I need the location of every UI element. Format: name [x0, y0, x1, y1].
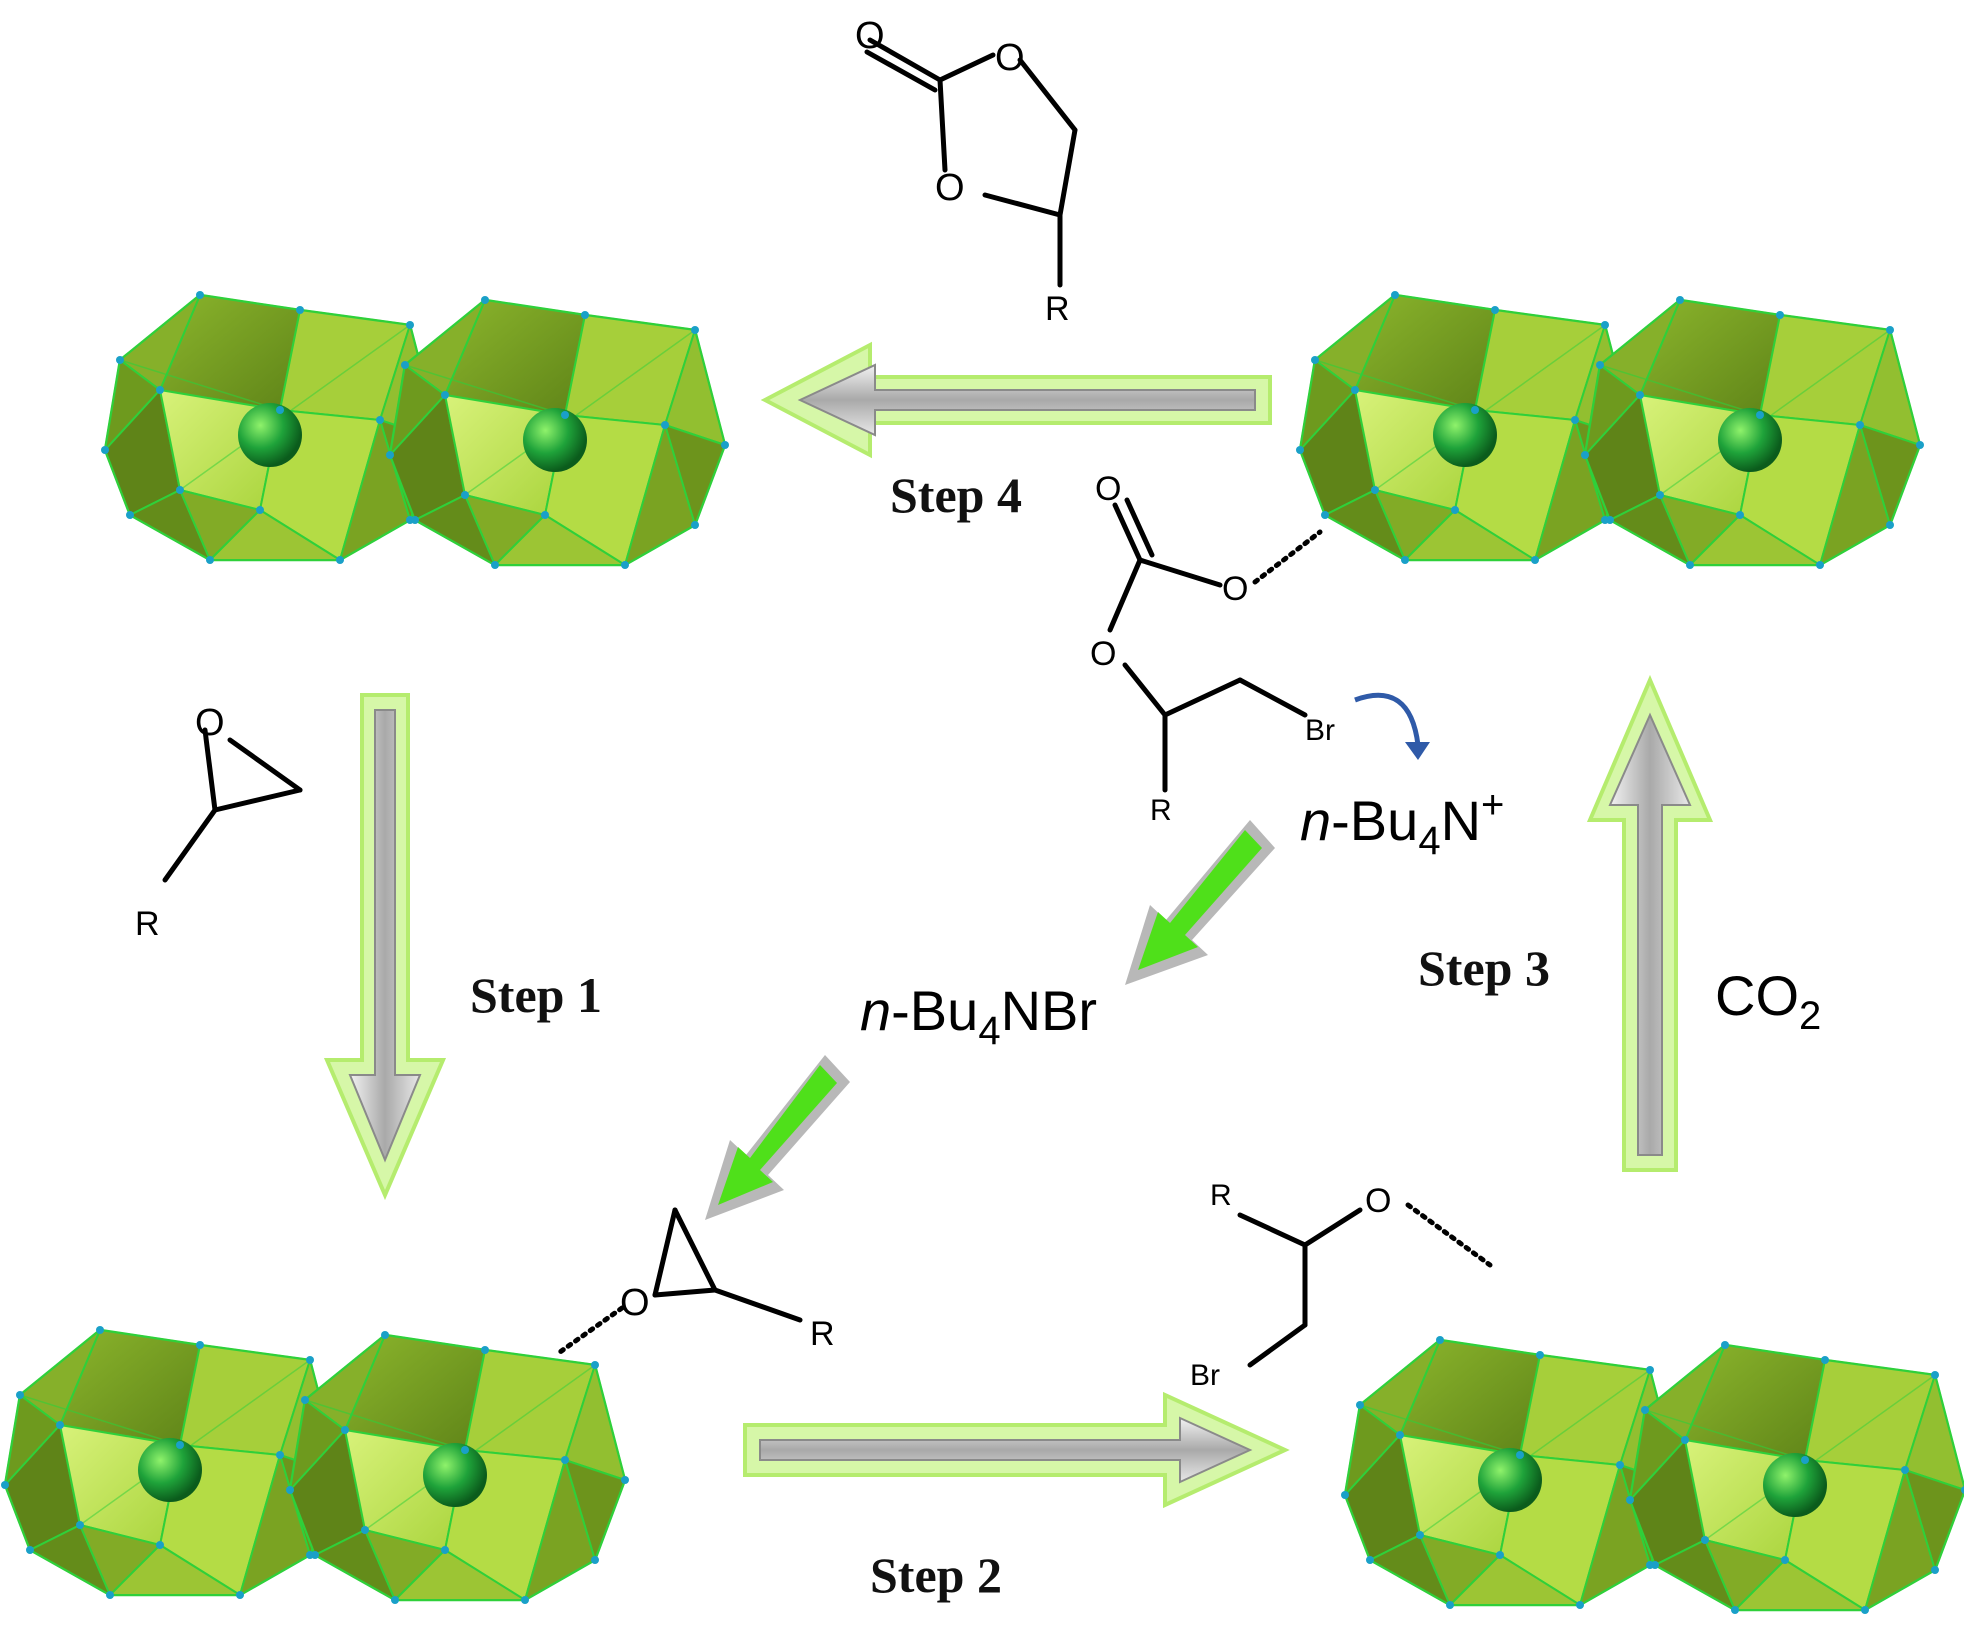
- svg-text:O: O: [1365, 1182, 1391, 1220]
- epoxide-structure-left: O R: [135, 702, 303, 943]
- svg-text:O: O: [935, 167, 965, 209]
- cation-label: n-Bu4N+: [1300, 783, 1504, 863]
- svg-text:R: R: [810, 1315, 835, 1353]
- step1-label: Step 1: [470, 967, 602, 1023]
- svg-text:Br: Br: [1305, 714, 1335, 747]
- curved-arrow: [1354, 692, 1421, 746]
- green-arrow-tbab-to-epoxide: [705, 1055, 850, 1220]
- svg-text:R: R: [1210, 1179, 1232, 1212]
- svg-text:O: O: [995, 37, 1025, 79]
- arrow-step3: [1586, 674, 1714, 1172]
- svg-text:Br: Br: [1190, 1359, 1220, 1392]
- cyclic-carbonate-structure: O O O R: [855, 15, 1078, 328]
- bound-epoxide-structure: O R: [557, 1207, 835, 1355]
- svg-text:R: R: [1150, 794, 1172, 827]
- polyhedron-dimer-bottom-right: [1341, 1336, 1964, 1614]
- polyhedron-dimer-top-right: [1296, 291, 1924, 569]
- step3-label: Step 3: [1418, 940, 1550, 996]
- tbab-label: n-Bu4NBr: [860, 979, 1097, 1053]
- svg-text:O: O: [1095, 470, 1121, 508]
- svg-text:O: O: [620, 1282, 650, 1324]
- green-arrow-cation-to-tbab: [1125, 820, 1275, 985]
- step4-label: Step 4: [890, 467, 1022, 523]
- arrow-step2: [743, 1391, 1290, 1509]
- svg-text:O: O: [1222, 570, 1248, 608]
- polyhedron-dimer-bottom-left: [1, 1326, 629, 1604]
- co2-label: CO2: [1715, 964, 1821, 1038]
- svg-text:R: R: [1045, 290, 1070, 328]
- arrow-step4: [760, 341, 1272, 459]
- bound-carbonate-intermediate: O O O Br R: [1090, 470, 1335, 827]
- svg-text:O: O: [1090, 635, 1116, 673]
- polyhedron-dimer-top-left: [101, 291, 729, 569]
- bound-alkoxide-structure: R O Br: [1190, 1179, 1493, 1392]
- svg-text:R: R: [135, 905, 160, 943]
- step2-label: Step 2: [870, 1547, 1002, 1603]
- svg-text:O: O: [855, 15, 885, 57]
- arrow-step1: [323, 693, 447, 1201]
- svg-text:O: O: [195, 702, 225, 744]
